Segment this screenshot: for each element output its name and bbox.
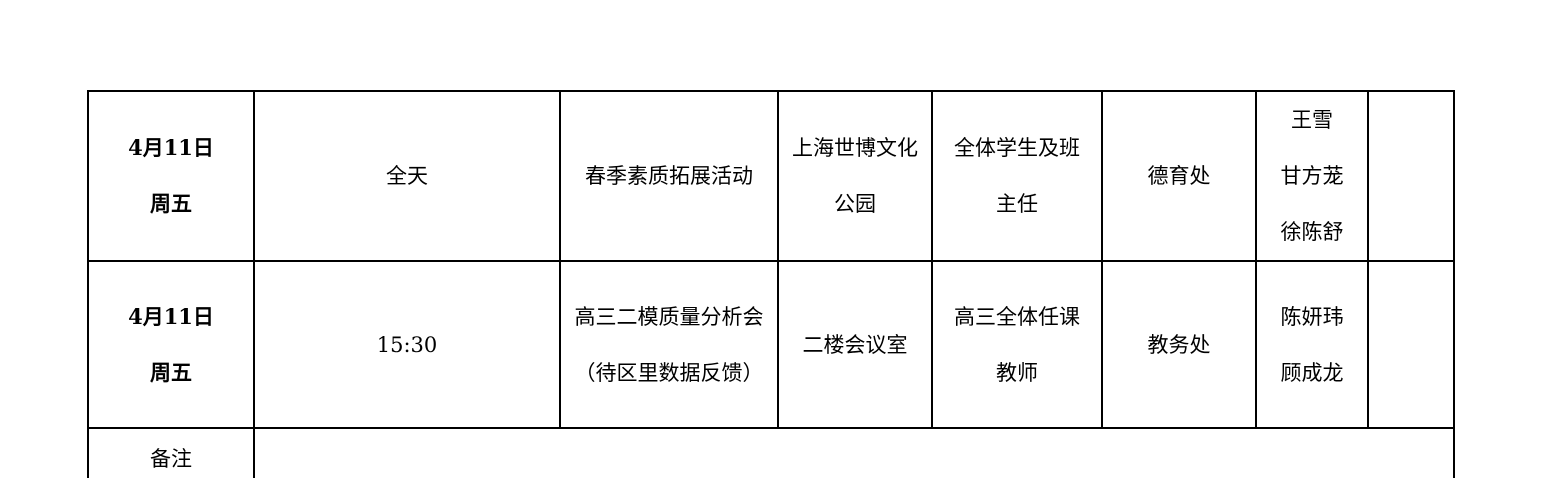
participants-cell: 高三全体任课教师 [931, 260, 1103, 429]
person-name: 徐陈舒 [1280, 220, 1344, 244]
date-text: 4月11日 [128, 135, 214, 160]
table-row: 4月11日 周五 全天 春季素质拓展活动 上海世博文化公园 全体学生及班主任 德… [87, 90, 1455, 262]
time-cell: 15:30 [253, 260, 561, 429]
note-cell [1367, 260, 1455, 429]
department-text: 教务处 [1147, 332, 1211, 357]
date-cell: 4月11日 周五 [87, 260, 255, 429]
event-text: 春季素质拓展活动 [585, 164, 753, 188]
event-text: 高三二模质量分析会（待区里数据反馈） [574, 304, 764, 385]
date-text: 4月11日 [128, 303, 214, 329]
time-text: 全天 [386, 164, 428, 188]
schedule-table: 4月11日 周五 全天 春季素质拓展活动 上海世博文化公园 全体学生及班主任 德… [87, 90, 1455, 478]
department-text: 德育处 [1147, 164, 1211, 188]
person-name: 顾成龙 [1280, 360, 1344, 385]
remarks-row: 备注 [87, 427, 1455, 478]
location-text: 二楼会议室 [802, 332, 908, 357]
time-text: 15:30 [376, 332, 438, 357]
weekday-text: 周五 [150, 191, 192, 216]
table-row: 4月11日 周五 15:30 高三二模质量分析会（待区里数据反馈） 二楼会议室 … [87, 260, 1455, 429]
weekday-text: 周五 [150, 359, 192, 385]
persons-cell: 陈妍玮 顾成龙 [1255, 260, 1369, 429]
person-name: 王雪 [1291, 108, 1333, 132]
participants-text: 全体学生及班主任 [954, 136, 1080, 216]
event-cell: 高三二模质量分析会（待区里数据反馈） [559, 260, 779, 429]
participants-text: 高三全体任课教师 [954, 304, 1080, 385]
event-cell: 春季素质拓展活动 [559, 90, 779, 262]
location-cell: 上海世博文化公园 [777, 90, 933, 262]
location-cell: 二楼会议室 [777, 260, 933, 429]
remarks-label: 备注 [150, 447, 192, 471]
date-cell: 4月11日 周五 [87, 90, 255, 262]
persons-cell: 王雪 甘方茏 徐陈舒 [1255, 90, 1369, 262]
participants-cell: 全体学生及班主任 [931, 90, 1103, 262]
remarks-label-cell: 备注 [87, 427, 255, 478]
remarks-content-cell [253, 427, 1455, 478]
time-cell: 全天 [253, 90, 561, 262]
location-text: 上海世博文化公园 [792, 136, 918, 216]
person-name: 甘方茏 [1280, 164, 1344, 188]
department-cell: 教务处 [1101, 260, 1257, 429]
note-cell [1367, 90, 1455, 262]
department-cell: 德育处 [1101, 90, 1257, 262]
person-name: 陈妍玮 [1280, 304, 1344, 329]
